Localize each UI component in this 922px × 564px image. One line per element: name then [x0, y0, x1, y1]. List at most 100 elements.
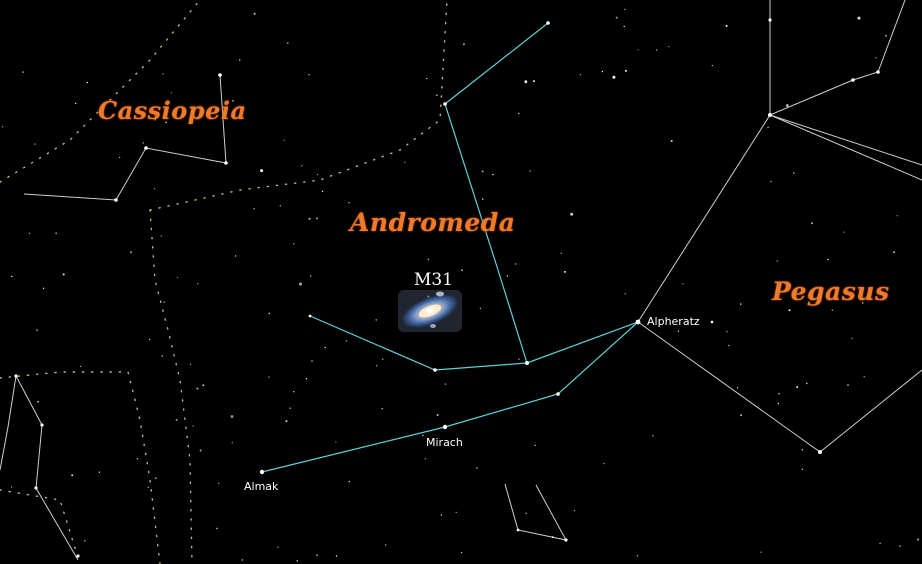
star-cas-1 [114, 198, 118, 202]
field-star [728, 344, 730, 347]
field-star [524, 80, 528, 84]
field-star [253, 208, 255, 210]
field-star [175, 418, 178, 421]
field-star [481, 170, 484, 173]
field-star [726, 330, 728, 333]
field-star [216, 527, 218, 530]
field-star [440, 514, 443, 516]
field-star [160, 235, 162, 237]
field-star [656, 49, 658, 51]
field-star [785, 104, 789, 107]
field-star [851, 337, 853, 339]
field-star [801, 468, 803, 470]
field-star [147, 486, 149, 488]
field-star [98, 471, 101, 473]
field-star [231, 99, 234, 102]
field-star [652, 435, 654, 437]
field-star [348, 202, 350, 204]
m31-label: M31 [414, 270, 454, 290]
field-star [34, 143, 36, 145]
field-star [884, 34, 887, 37]
constellation-label-cassiopeia: Cassiopeia [98, 96, 247, 125]
field-star [796, 386, 799, 388]
field-star [682, 283, 684, 285]
field-star [551, 536, 554, 539]
field-star [426, 77, 428, 80]
field-star [22, 71, 24, 73]
field-star [234, 255, 237, 257]
star-pi-and [433, 368, 437, 372]
star-peg-near [710, 320, 714, 324]
field-star [71, 474, 74, 477]
star-almak [259, 469, 265, 475]
star-label-almak: Almak [244, 480, 279, 493]
field-star [492, 174, 494, 176]
star-alpheratz [635, 319, 641, 325]
star-mu-and [556, 392, 560, 396]
field-star [801, 449, 804, 451]
field-star [84, 540, 86, 542]
field-star [875, 57, 877, 59]
field-star [277, 546, 279, 548]
field-star [161, 355, 163, 357]
field-star [843, 231, 845, 233]
field-star [563, 270, 566, 273]
field-star [196, 387, 199, 390]
pisces-lines [504, 483, 567, 541]
field-star [289, 407, 291, 409]
star-delta-and [525, 361, 529, 365]
field-star [436, 414, 439, 416]
field-star [154, 477, 157, 480]
constellation-boundaries [0, 0, 448, 564]
field-star [268, 312, 270, 315]
field-star [199, 449, 202, 452]
star-cas-2 [144, 146, 148, 150]
star-per-3 [34, 486, 38, 490]
star-mirach [442, 424, 448, 430]
field-star [11, 275, 13, 278]
star-cas-4 [218, 73, 222, 77]
star-label-alpheratz: Alpheratz [647, 315, 700, 328]
perseus-lines-2 [0, 375, 17, 471]
field-star [231, 442, 233, 444]
field-star [239, 59, 241, 61]
field-star [218, 482, 220, 484]
field-star [308, 74, 310, 76]
field-star [189, 363, 192, 365]
field-star [62, 273, 65, 276]
field-star [462, 43, 465, 46]
field-star [311, 360, 313, 362]
star-peg-2 [818, 450, 822, 454]
star-peg-5 [768, 18, 772, 22]
field-star [316, 554, 318, 556]
field-star [348, 481, 350, 483]
field-star [192, 425, 194, 427]
field-star [615, 16, 618, 19]
field-star [285, 420, 288, 423]
field-star [321, 190, 324, 192]
field-star [427, 258, 430, 261]
field-star [668, 45, 670, 48]
field-star [793, 172, 795, 174]
field-star [570, 212, 574, 216]
field-star [917, 538, 920, 541]
field-star [230, 415, 234, 419]
field-star [740, 303, 742, 305]
field-star [831, 309, 833, 311]
field-star [299, 282, 302, 286]
field-star [384, 544, 387, 546]
boundary-cassiopeia-south [149, 209, 193, 564]
field-star [857, 16, 861, 20]
star-and-west [308, 314, 312, 318]
star-per-4 [76, 554, 80, 558]
field-star [268, 376, 270, 378]
field-star [455, 511, 457, 514]
andromeda-middle-branch [309, 315, 639, 371]
field-star [788, 309, 791, 312]
field-star [670, 140, 673, 142]
field-star [740, 414, 743, 417]
field-star [847, 384, 849, 386]
star-peg-1 [768, 113, 772, 117]
field-star [899, 545, 901, 547]
